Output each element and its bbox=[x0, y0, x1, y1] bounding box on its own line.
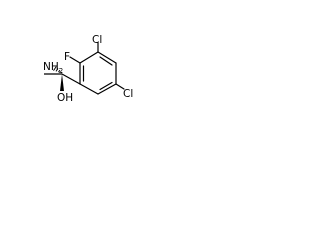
amine-symbol: N bbox=[43, 61, 51, 73]
ring-bond bbox=[97, 83, 117, 95]
fluorine-label: F bbox=[64, 51, 70, 63]
chlorine-top-label: Cl bbox=[92, 34, 102, 46]
hash-line bbox=[53, 66, 57, 71]
chain-bond bbox=[61, 73, 81, 85]
cl-right-bond bbox=[115, 83, 125, 90]
ring-double-bond bbox=[99, 56, 113, 66]
hash-line bbox=[55, 68, 59, 72]
ring-bond bbox=[97, 51, 117, 64]
hash-line bbox=[58, 69, 61, 73]
molecule-drawing: NH2 OH F Cl Cl bbox=[43, 34, 133, 104]
bond-layer bbox=[61, 42, 125, 95]
ring-double-bond bbox=[99, 81, 113, 91]
amine-hydrogen: H bbox=[51, 61, 59, 73]
amine-subscript: 2 bbox=[59, 67, 63, 75]
bold-wedge-bond bbox=[60, 74, 64, 91]
hydroxyl-label: OH bbox=[57, 92, 73, 104]
hash-line bbox=[60, 71, 63, 74]
ring-bond bbox=[79, 51, 99, 64]
f-bond bbox=[69, 56, 81, 64]
hashed-wedge-bond bbox=[53, 66, 63, 74]
chlorine-right-label: Cl bbox=[123, 88, 133, 100]
structure-canvas: NH2 OH F Cl Cl bbox=[0, 0, 152, 152]
ring-bond bbox=[79, 83, 99, 95]
amine-label: NH2 bbox=[43, 61, 63, 75]
